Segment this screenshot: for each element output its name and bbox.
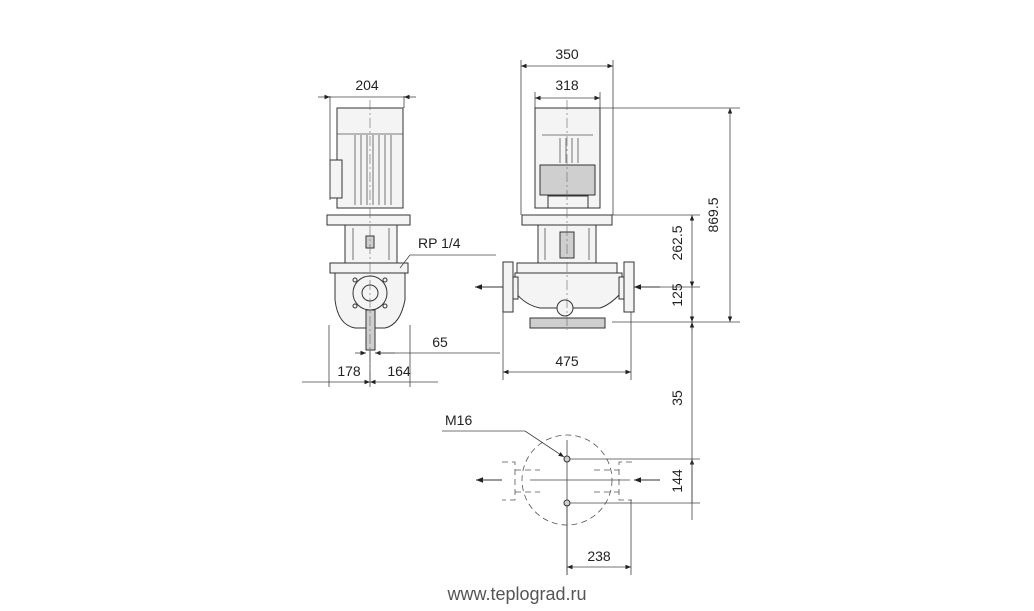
- dim-35: 35: [669, 390, 685, 406]
- dim-125: 125: [669, 283, 685, 307]
- side-view: [326, 100, 411, 380]
- dim-318: 318: [555, 77, 579, 93]
- motor-fins-side: [337, 133, 403, 205]
- dim-178: 178: [337, 363, 361, 379]
- drain-pipe-side: [365, 309, 376, 351]
- terminal-box-side: [329, 159, 343, 199]
- dim-262-5: 262.5: [669, 225, 685, 260]
- watermark: www.teplograd.ru: [446, 584, 586, 604]
- front-view-dimensions: 350 318 869.5 262.5 125 35 475: [502, 46, 740, 460]
- bolt-plan-view: M16: [442, 412, 660, 575]
- bolt-hole-top: [563, 455, 571, 463]
- dim-350: 350: [555, 46, 579, 62]
- dim-204: 204: [355, 77, 379, 93]
- motor-flange-side: [326, 214, 411, 226]
- left-flange: [502, 261, 514, 313]
- dim-65: 65: [432, 334, 448, 350]
- right-flange: [623, 261, 635, 313]
- side-view-dimensions: 204 178 164 65 RP 1/4: [302, 77, 500, 387]
- dim-164: 164: [387, 363, 411, 379]
- motor-fins-front: [542, 134, 593, 163]
- port-label-rp14: RP 1/4: [418, 235, 461, 251]
- bolt-label-m16: M16: [445, 412, 472, 428]
- dim-475: 475: [555, 353, 579, 369]
- bolt-plan-dimensions: 144 238: [566, 458, 700, 575]
- base-plate-front: [529, 317, 606, 329]
- dim-144: 144: [669, 469, 685, 493]
- dim-869-5: 869.5: [705, 197, 721, 232]
- front-view: [475, 100, 660, 330]
- dim-238: 238: [587, 548, 611, 564]
